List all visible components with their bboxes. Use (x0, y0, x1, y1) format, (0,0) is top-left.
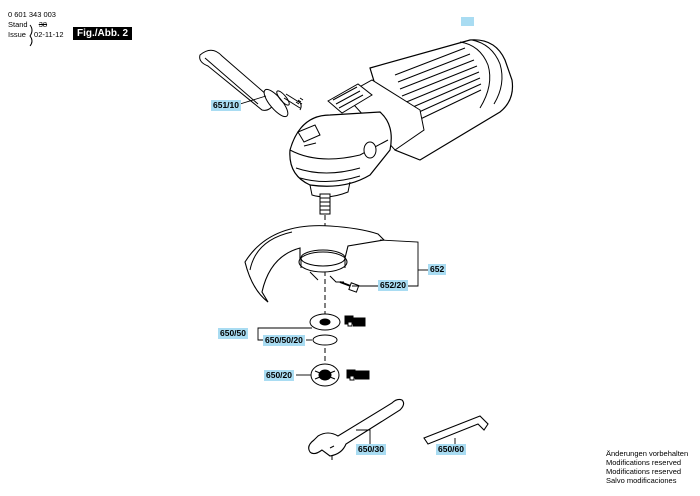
angle-grinder (289, 39, 514, 215)
figure-label: Fig./Abb. 2 (73, 27, 133, 40)
callout-spanner[interactable]: 650/30 (356, 444, 386, 455)
callout-guard[interactable]: 652 (428, 264, 447, 275)
flange (309, 313, 341, 346)
callout-flange[interactable]: 650/50 (218, 328, 248, 339)
document-info: 0 601 343 003 Stand 38 Issue 02-11-12 (8, 10, 64, 40)
notice-line-en: Modifications reserved (606, 458, 682, 467)
callout-guard-screw[interactable]: 652/20 (378, 280, 408, 291)
hex-key (423, 415, 489, 445)
guard-screw (339, 281, 360, 293)
flange-detail-icon (344, 315, 366, 327)
callout-hex-key[interactable]: 650/60 (436, 444, 466, 455)
modifications-notice: Änderungen vorbehalten Modifications res… (606, 449, 688, 485)
issue-date: 02-11-12 (34, 30, 64, 39)
notice-line-de: Änderungen vorbehalten (606, 449, 689, 458)
pin-spanner (308, 398, 405, 460)
notice-line-fr: Modifications reserved (606, 467, 682, 476)
callout-flange-ring[interactable]: 650/50/20 (263, 335, 305, 346)
nut-detail-icon (346, 369, 370, 381)
callout-handle[interactable]: 651/10 (211, 100, 241, 111)
doc-number: 0 601 343 003 (8, 10, 56, 19)
color-swatch (461, 17, 474, 26)
header-bracket (29, 24, 33, 47)
side-handle (199, 49, 304, 118)
callout-nut[interactable]: 650/20 (264, 370, 294, 381)
stand-label: Stand (8, 20, 28, 29)
revision-mark: 38 (38, 20, 48, 29)
wheel-guard (244, 225, 386, 303)
notice-line-es: Salvo modificaciones (606, 476, 677, 485)
clamping-nut (310, 363, 340, 387)
issue-label: Issue (8, 30, 26, 39)
